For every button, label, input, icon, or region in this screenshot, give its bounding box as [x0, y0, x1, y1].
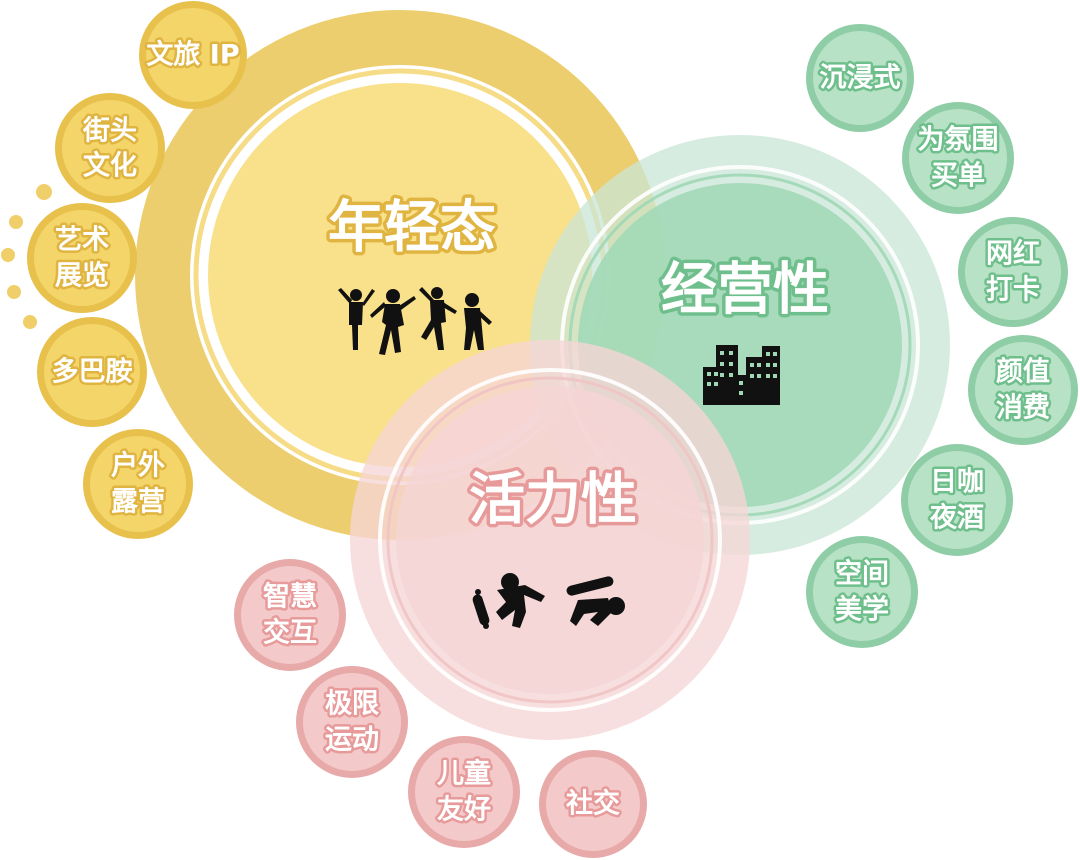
bubble-label: 街头: [82, 116, 137, 147]
bubble-label: 多巴胺: [52, 357, 133, 388]
business-bubble: 为氛围 买单: [902, 102, 1014, 214]
bubble-label: 露营: [111, 487, 165, 518]
vitality-circle: [350, 340, 750, 740]
bubble-label: 文化: [83, 150, 137, 182]
bubble-label: 买单: [931, 161, 985, 192]
bubble-label: 文旅 IP: [146, 39, 239, 71]
youth-bubble: 艺术 展览: [27, 203, 137, 313]
bubble-label: 沉浸式: [820, 63, 901, 94]
bubble-label: 美学: [835, 594, 889, 626]
youth-title: 年轻态: [328, 196, 496, 261]
bubble-label: 运动: [325, 725, 379, 756]
business-bubble: 沉浸式: [806, 24, 914, 132]
vitality-bubble: 极限 运动: [296, 666, 408, 778]
bubble-label: 户外: [111, 450, 165, 482]
bubble-label: 极限: [325, 689, 379, 720]
business-bubble: 空间 美学: [806, 536, 918, 648]
youth-bubble: 多巴胺: [37, 317, 147, 427]
bubble-label: 打卡: [986, 275, 1040, 306]
decorative-dots: [1, 184, 52, 329]
bubble-label: 交互: [263, 617, 317, 649]
bubble-label: 为氛围: [918, 125, 999, 156]
bubble-label: 友好: [437, 795, 491, 826]
vitality-bubble: 社交: [539, 750, 647, 858]
business-title: 经营性: [661, 258, 829, 323]
bubble-label: 夜酒: [929, 502, 984, 534]
business-bubble: 日咖 夜酒: [901, 444, 1013, 556]
bubble-label: 空间: [835, 558, 889, 590]
bubble-label: 网红: [986, 238, 1040, 270]
bubble-label: 消费: [996, 393, 1050, 424]
vitality-title: 活力性: [469, 468, 637, 533]
bubble-label: 儿童: [437, 758, 491, 790]
vitality-bubble: 智慧 交互: [234, 559, 346, 671]
bubble-label: 社交: [566, 788, 620, 820]
dancing-youth-silhouettes-icon: [338, 287, 492, 355]
business-bubble: 颜值 消费: [968, 335, 1078, 445]
vitality-bubble: 儿童 友好: [408, 736, 520, 848]
bubble-label: 展览: [55, 260, 109, 292]
city-buildings-icon: [703, 345, 780, 405]
youth-bubble: 文旅 IP: [139, 1, 247, 109]
skateboarders-silhouettes-icon: [472, 573, 625, 629]
bubble-label: 日咖: [930, 467, 984, 498]
bubble-label: 智慧: [263, 582, 317, 613]
bubble-label: 艺术: [55, 225, 109, 256]
business-bubble: 网红 打卡: [958, 217, 1068, 327]
bubble-label: 颜值: [996, 356, 1050, 388]
youth-bubble: 户外 露营: [83, 429, 193, 539]
youth-bubble: 街头 文化: [55, 93, 165, 203]
